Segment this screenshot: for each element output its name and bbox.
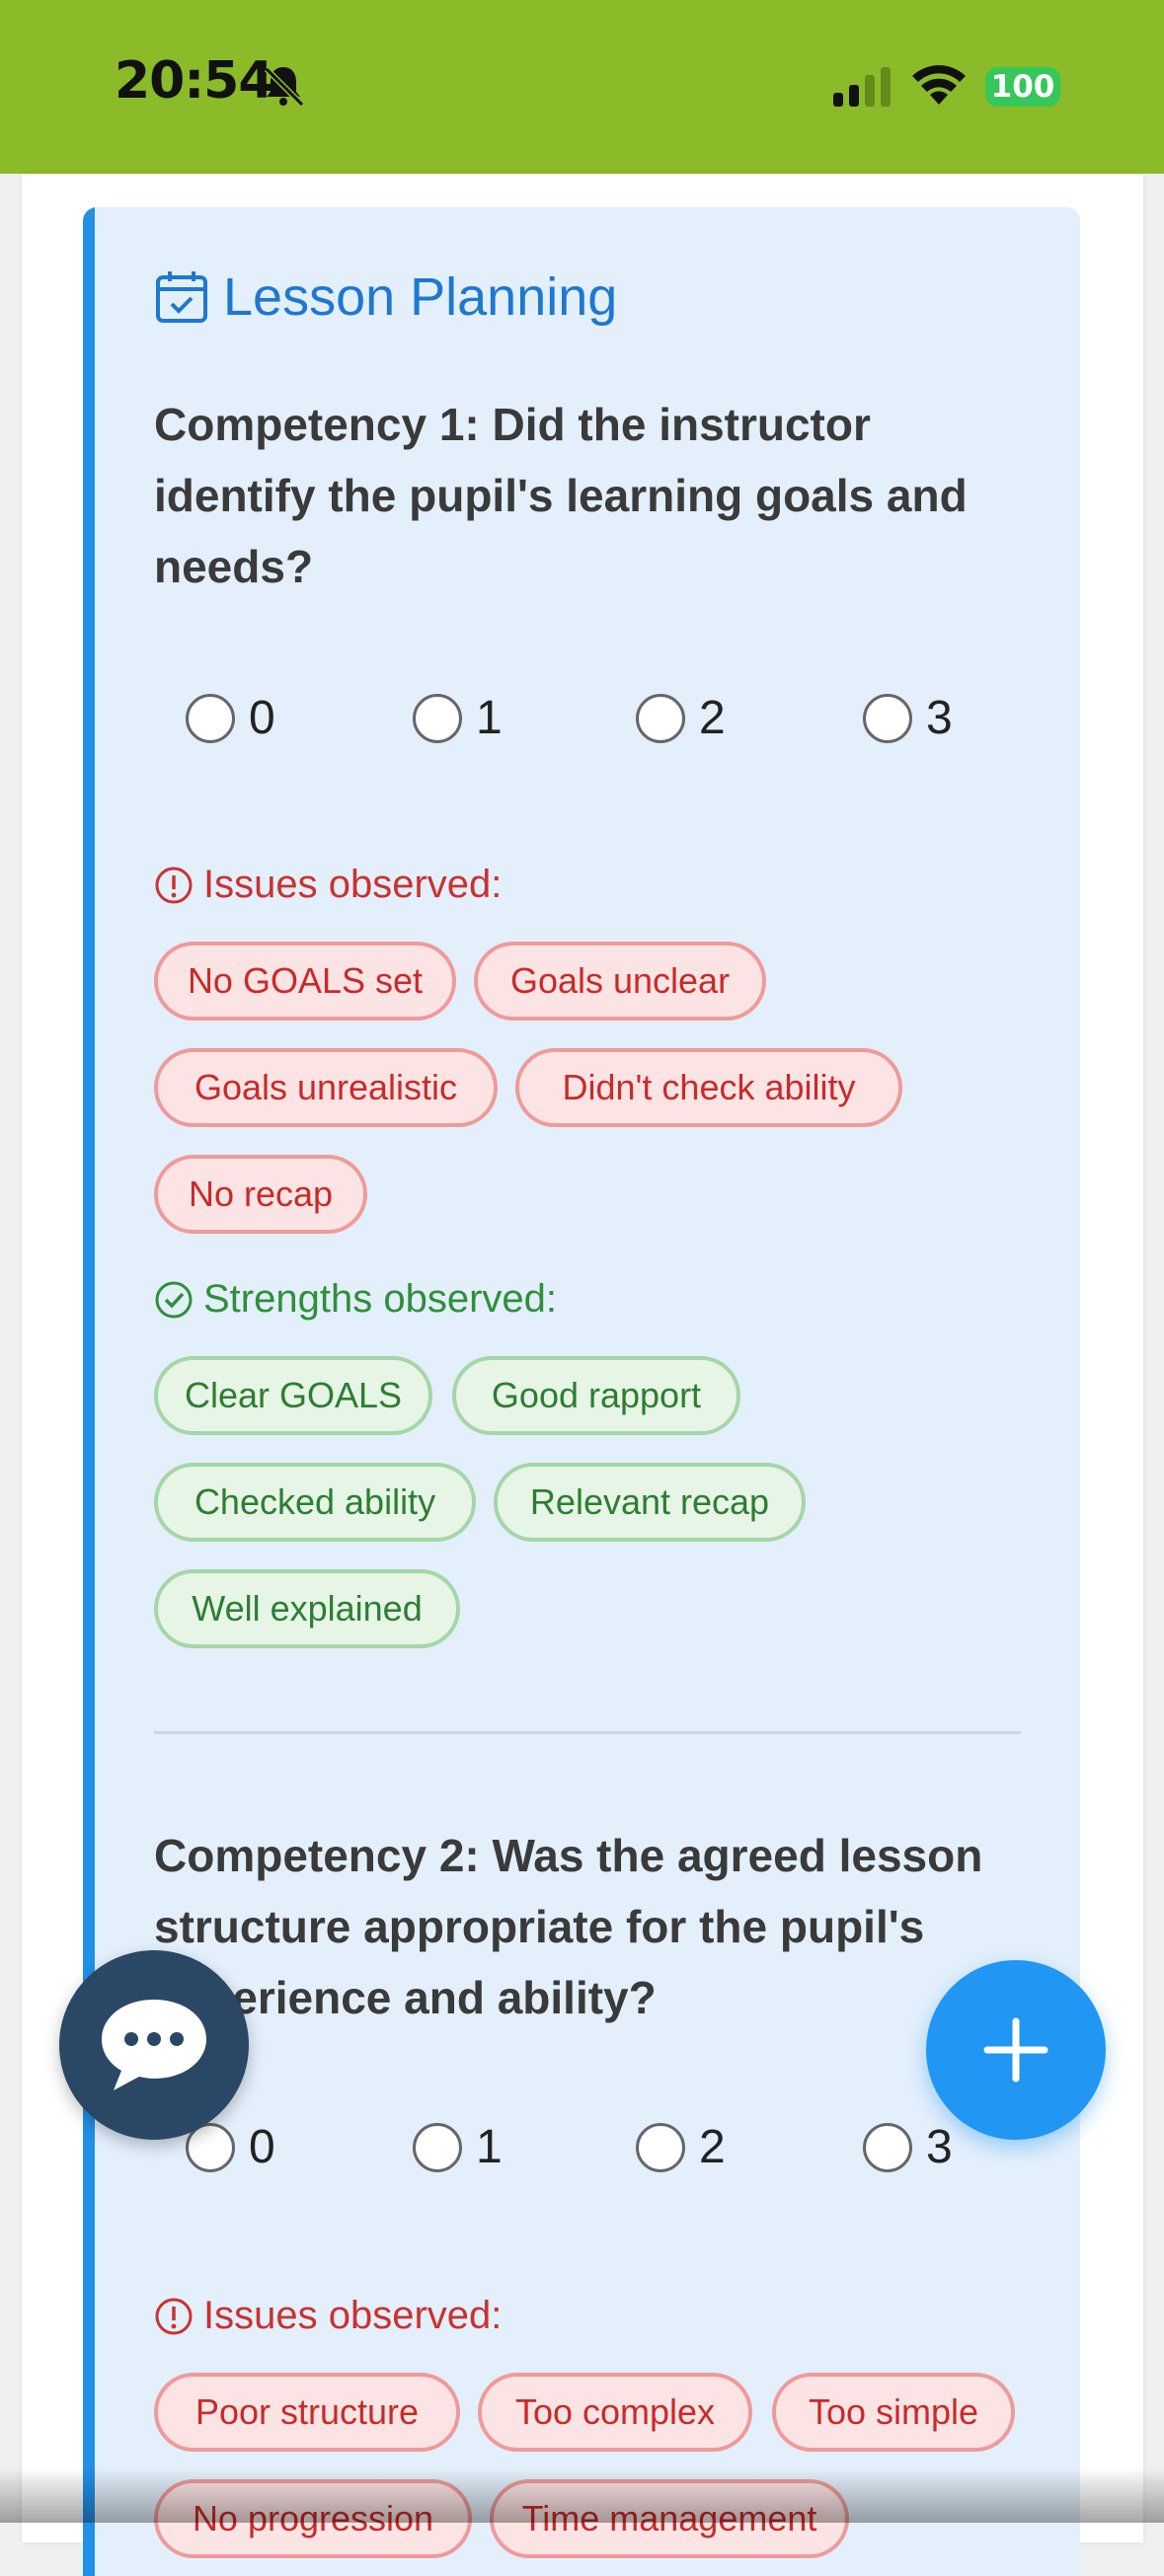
competency-1-score-2[interactable]: 2 xyxy=(636,691,726,745)
strength-chip[interactable]: Checked ability xyxy=(154,1463,476,1542)
competency-divider xyxy=(154,1731,1021,1734)
chat-fab-button[interactable] xyxy=(59,1950,249,2140)
section-title: Lesson Planning xyxy=(154,266,617,328)
strengths-label-text: Strengths observed: xyxy=(203,1277,557,1321)
issues-label-text: Issues observed: xyxy=(203,2294,503,2337)
strength-chip[interactable]: Well explained xyxy=(154,1569,460,1648)
competency-2-score-3[interactable]: 3 xyxy=(863,2120,953,2174)
radio-circle[interactable] xyxy=(636,693,685,743)
radio-circle[interactable] xyxy=(863,2122,912,2172)
issue-chip[interactable]: Too complex xyxy=(478,2373,752,2452)
chat-bubble-icon xyxy=(102,2000,206,2090)
issue-chip[interactable]: No recap xyxy=(154,1155,367,1234)
competency-2-issues-label: Issues observed: xyxy=(154,2294,502,2338)
radio-label: 1 xyxy=(476,2121,503,2173)
strength-chip[interactable]: Good rapport xyxy=(452,1356,740,1435)
cellular-signal-icon xyxy=(833,67,891,107)
radio-label: 2 xyxy=(699,692,726,744)
strength-chip[interactable]: Relevant recap xyxy=(494,1463,806,1542)
add-fab-button[interactable] xyxy=(926,1960,1106,2140)
radio-label: 0 xyxy=(249,2121,275,2173)
issue-chip[interactable]: Goals unclear xyxy=(474,942,766,1021)
competency-1-score-group: 0 1 2 3 xyxy=(186,691,1074,760)
radio-circle[interactable] xyxy=(413,2122,462,2172)
competency-2-score-2[interactable]: 2 xyxy=(636,2120,726,2174)
wifi-icon xyxy=(912,65,966,105)
radio-label: 1 xyxy=(476,692,503,744)
radio-circle[interactable] xyxy=(863,693,912,743)
lesson-planning-card: Lesson Planning Competency 1: Did the in… xyxy=(83,207,1080,2576)
status-time: 20:54 xyxy=(115,51,274,111)
issue-chip[interactable]: Didn't check ability xyxy=(515,1048,902,1127)
bottom-sheet-shadow xyxy=(0,2467,1164,2523)
plus-icon xyxy=(983,2017,1048,2083)
radio-circle[interactable] xyxy=(413,693,462,743)
check-circle-icon xyxy=(155,1281,193,1318)
exclamation-circle-icon xyxy=(155,867,193,903)
radio-circle[interactable] xyxy=(636,2122,685,2172)
competency-1-issues-label: Issues observed: xyxy=(154,863,502,907)
radio-label: 0 xyxy=(249,692,275,744)
competency-1-score-3[interactable]: 3 xyxy=(863,691,953,745)
competency-1-score-1[interactable]: 1 xyxy=(413,691,503,745)
calendar-check-icon xyxy=(156,271,207,323)
issue-chip[interactable]: Poor structure xyxy=(154,2373,460,2452)
radio-label: 3 xyxy=(926,2121,953,2173)
issue-chip[interactable]: No GOALS set xyxy=(154,942,456,1021)
status-bar: 20:54 100 xyxy=(0,0,1164,174)
bell-muted-icon xyxy=(264,66,305,108)
radio-label: 2 xyxy=(699,2121,726,2173)
issue-chip[interactable]: Too simple xyxy=(772,2373,1015,2452)
competency-1-score-0[interactable]: 0 xyxy=(186,691,275,745)
exclamation-circle-icon xyxy=(155,2298,193,2334)
card-accent-bar xyxy=(83,207,95,2576)
strength-chip[interactable]: Clear GOALS xyxy=(154,1356,432,1435)
radio-label: 3 xyxy=(926,692,953,744)
competency-1-question: Competency 1: Did the instructor identif… xyxy=(154,399,968,592)
competency-2-question: Competency 2: Was the agreed lesson stru… xyxy=(154,1830,983,2023)
issue-chip[interactable]: Goals unrealistic xyxy=(154,1048,498,1127)
section-title-text: Lesson Planning xyxy=(223,267,618,327)
competency-2-score-group: 0 1 2 3 xyxy=(186,2120,1074,2189)
radio-circle[interactable] xyxy=(186,693,235,743)
battery-indicator: 100 xyxy=(985,67,1060,107)
competency-1-strengths-label: Strengths observed: xyxy=(154,1277,557,1322)
issues-label-text: Issues observed: xyxy=(203,863,503,906)
competency-2-score-1[interactable]: 1 xyxy=(413,2120,503,2174)
